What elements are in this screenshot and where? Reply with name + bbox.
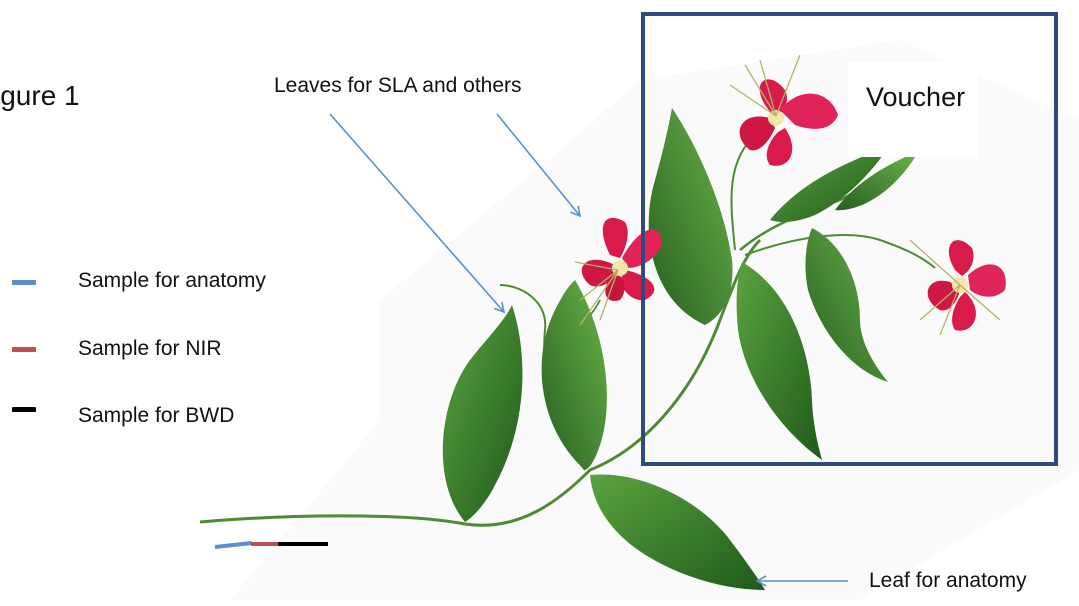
legend-label-bwd: Sample for BWD [78,405,234,426]
leaves-label: Leaves for SLA and others [274,75,522,96]
legend-swatch-anatomy [12,280,36,285]
legend-swatch-bwd [12,407,36,412]
voucher-label: Voucher [866,84,965,111]
legend-label-nir: Sample for NIR [78,338,222,359]
leaf-anatomy-label: Leaf for anatomy [869,570,1027,591]
sample-bar-anatomy [215,543,252,547]
legend-swatch-nir [12,347,36,352]
figure-title: igure 1 [0,82,80,110]
legend-label-anatomy: Sample for anatomy [78,270,266,291]
